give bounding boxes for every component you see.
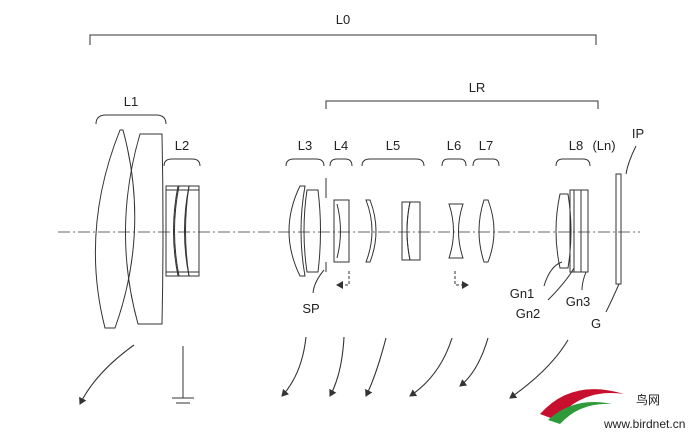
lens-group-l5 [365,199,421,263]
watermark-logo: 鸟网 www.birdnet.cn [540,389,685,431]
movement-arrow-l4 [336,271,350,289]
lens-l1-element-1 [94,129,136,329]
label-l3: L3 [298,138,312,153]
group-brackets [95,114,591,167]
bracket-lr [325,100,599,109]
label-ln: (Ln) [592,138,615,153]
movement-arrow-l6 [454,271,469,289]
bracket-l7 [472,158,500,167]
glass-plate-g [615,173,622,285]
label-l4: L4 [334,138,348,153]
bracket-l4 [329,158,353,167]
sp-leader [312,269,325,294]
label-gn2: Gn2 [516,306,541,321]
bracket-l6 [441,158,467,167]
lens-group-l2 [165,185,200,277]
fixed-ground-symbol [172,346,194,404]
gn2-leader [547,267,575,301]
label-ip: IP [632,126,644,141]
g-leader [605,283,620,313]
watermark-sub: www.birdnet.cn [603,417,685,431]
bracket-l0 [89,34,597,45]
label-l5: L5 [386,138,400,153]
lens-group-l6 [448,203,464,259]
label-l0: L0 [336,12,350,27]
bracket-l1 [95,114,167,125]
label-sp: SP [302,301,319,316]
ip-leader [625,145,637,175]
gn3-leader [581,271,587,291]
lens-group-l3 [288,185,321,277]
bracket-l3 [285,158,325,167]
label-l1: L1 [124,94,138,109]
movement-trajectories [79,336,569,405]
bracket-l8 [555,158,591,167]
label-lr: LR [469,80,486,95]
label-l2: L2 [175,138,189,153]
lens-group-l1 [94,129,164,329]
lens-l1-element-2 [125,133,164,325]
label-l6: L6 [447,138,461,153]
label-l8: L8 [569,138,583,153]
bracket-l5 [361,158,425,167]
bracket-l2 [163,158,201,167]
lens-group-l8 [555,189,589,273]
lens-group-l7 [478,199,495,263]
label-gn1: Gn1 [510,286,535,301]
watermark-text: 鸟网 [636,392,660,407]
label-g: G [591,316,601,331]
label-gn3: Gn3 [566,294,591,309]
label-l7: L7 [479,138,493,153]
gn1-leader [543,261,563,287]
lens-group-l4 [333,199,350,263]
